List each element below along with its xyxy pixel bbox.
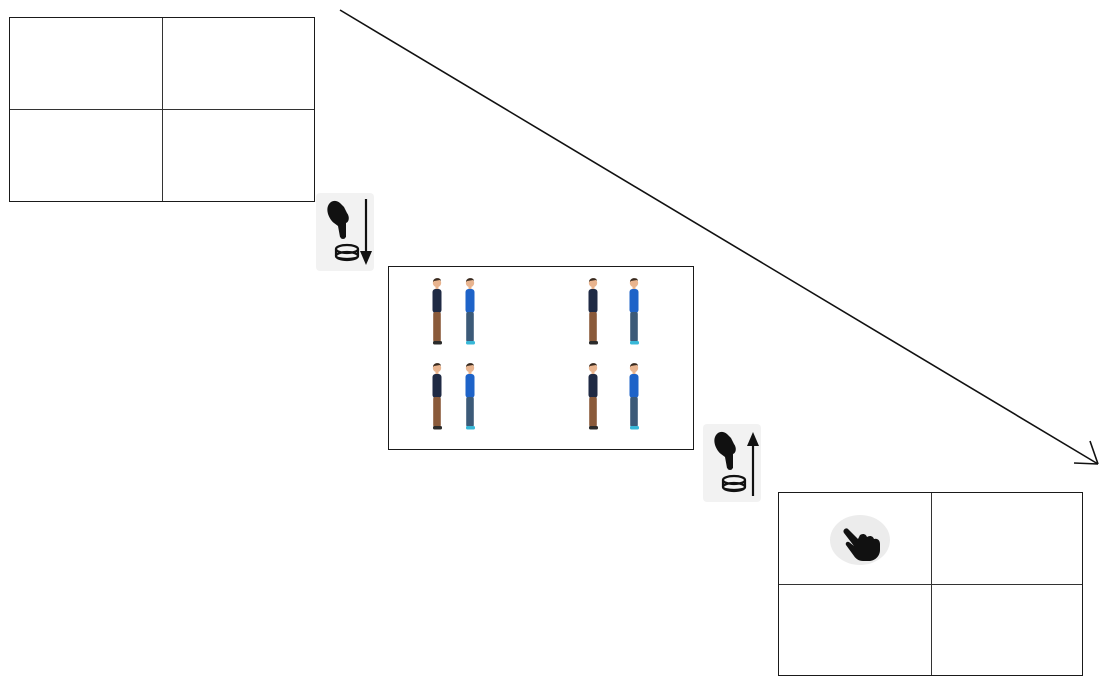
people-stimulus-grid — [388, 266, 694, 450]
people-figures — [432, 278, 639, 430]
person-figure-dark — [432, 278, 442, 345]
person-figure-blue — [465, 278, 475, 345]
person-figure-blue — [629, 363, 639, 430]
pointing-hand-cursor-icon — [830, 515, 890, 565]
person-figure-dark — [588, 278, 598, 345]
arrow-up-icon — [747, 432, 759, 496]
finger-release-button-icon — [703, 424, 761, 502]
response-2x2-grid — [778, 492, 1083, 676]
empty-2x2-grid — [9, 17, 315, 202]
person-figure-blue — [629, 278, 639, 345]
person-figure-dark — [432, 363, 442, 430]
finger-press-button-icon — [316, 193, 374, 271]
arrow-down-icon — [360, 199, 372, 265]
grid-divider-horizontal — [779, 584, 1082, 585]
grid-divider-horizontal — [10, 109, 314, 110]
person-figure-blue — [465, 363, 475, 430]
person-figure-dark — [588, 363, 598, 430]
